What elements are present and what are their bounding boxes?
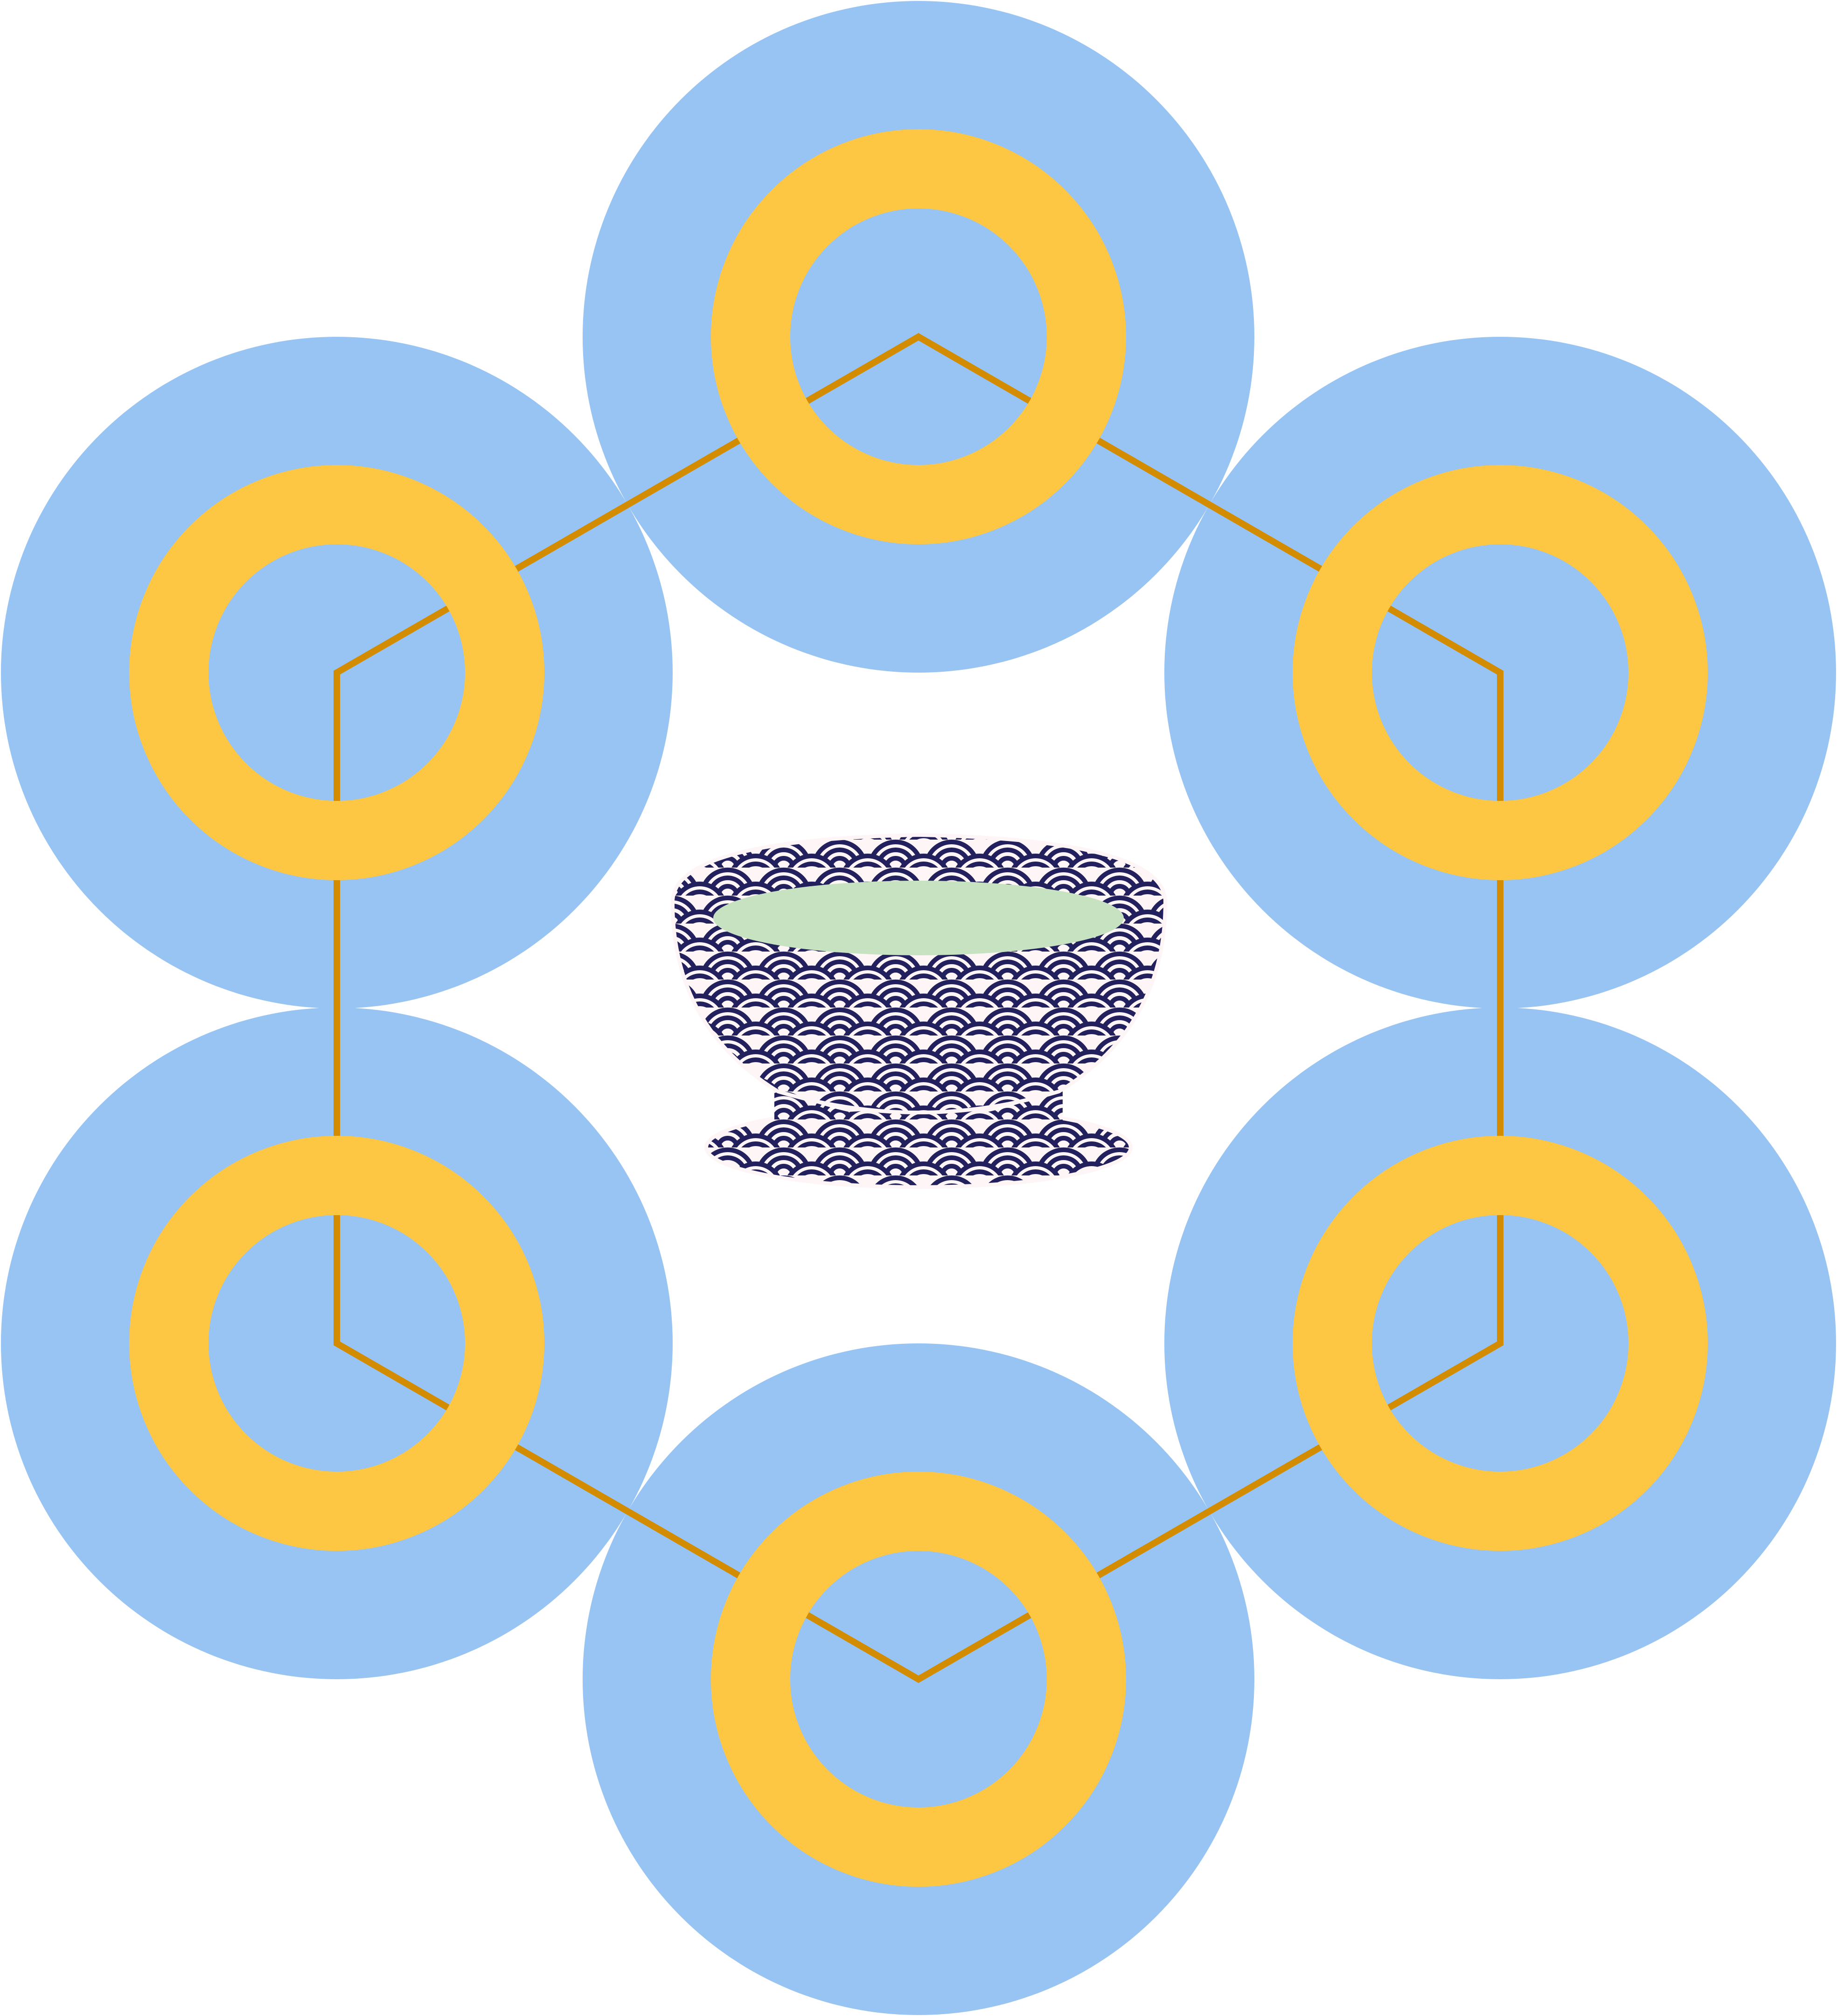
node-rings xyxy=(129,129,1708,1887)
node-upper-right-ring xyxy=(1293,465,1708,880)
node-lower-right-ring xyxy=(1293,1136,1708,1551)
node-bottom-ring xyxy=(711,1472,1126,1887)
bowl-stem xyxy=(774,1087,1063,1152)
hexagon-connector-line xyxy=(334,333,1503,1683)
bowl-liquid xyxy=(713,881,1124,955)
node-top-ring xyxy=(711,129,1126,544)
wave-pattern-bowl-icon xyxy=(670,833,1168,1189)
node-upper-left-ring xyxy=(129,465,544,880)
node-lower-left-ring xyxy=(129,1136,544,1551)
bowl-body xyxy=(670,833,1168,1114)
